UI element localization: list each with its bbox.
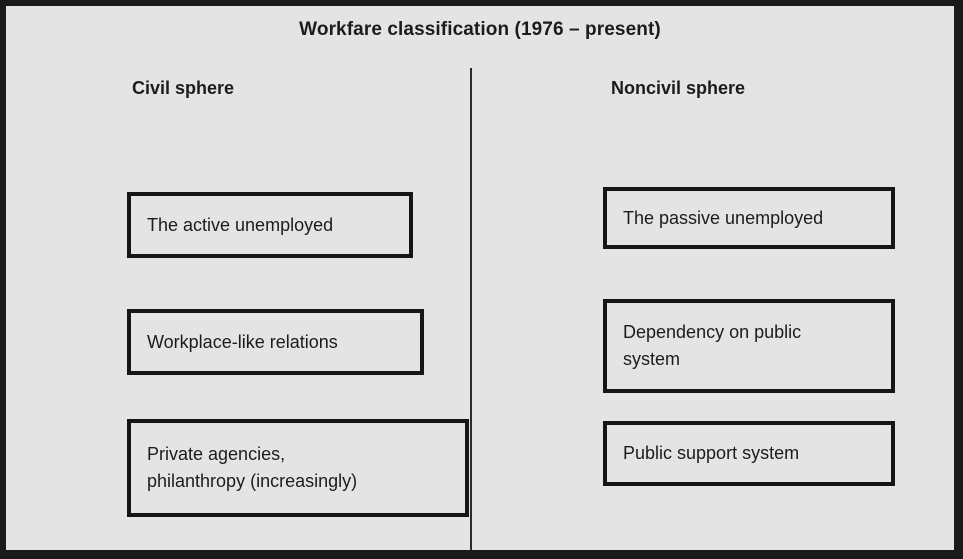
box-label-line: Public support system: [623, 443, 800, 464]
box-the-passive-unemployed: The passive unemployed: [603, 187, 895, 249]
box-public-support-system: Public support system: [603, 421, 895, 486]
box-the-active-unemployed: The active unemployed: [127, 192, 413, 258]
column-heading-noncivil-sphere: Noncivil sphere: [611, 78, 746, 98]
box-label-line: Dependency on public: [623, 322, 802, 343]
box-private-agencies-philanthropy: Private agencies, philanthropy (increasi…: [127, 419, 469, 517]
box-label-line: system: [623, 349, 681, 369]
column-heading-civil-sphere: Civil sphere: [132, 78, 235, 98]
box-dependency-on-public-system: Dependency on public system: [603, 299, 895, 393]
box-label-line: The passive unemployed: [623, 207, 824, 228]
box-workplace-like-relations: Workplace-like relations: [127, 309, 424, 375]
column-divider-line: [470, 68, 472, 550]
box-label-line: The active unemployed: [147, 214, 334, 235]
box-label-line: Private agencies,: [147, 444, 286, 465]
diagram-title: Workfare classification (1976 – present): [299, 19, 661, 40]
box-label-line: philanthropy (increasingly): [147, 471, 358, 491]
box-label-line: Workplace-like relations: [147, 331, 338, 352]
